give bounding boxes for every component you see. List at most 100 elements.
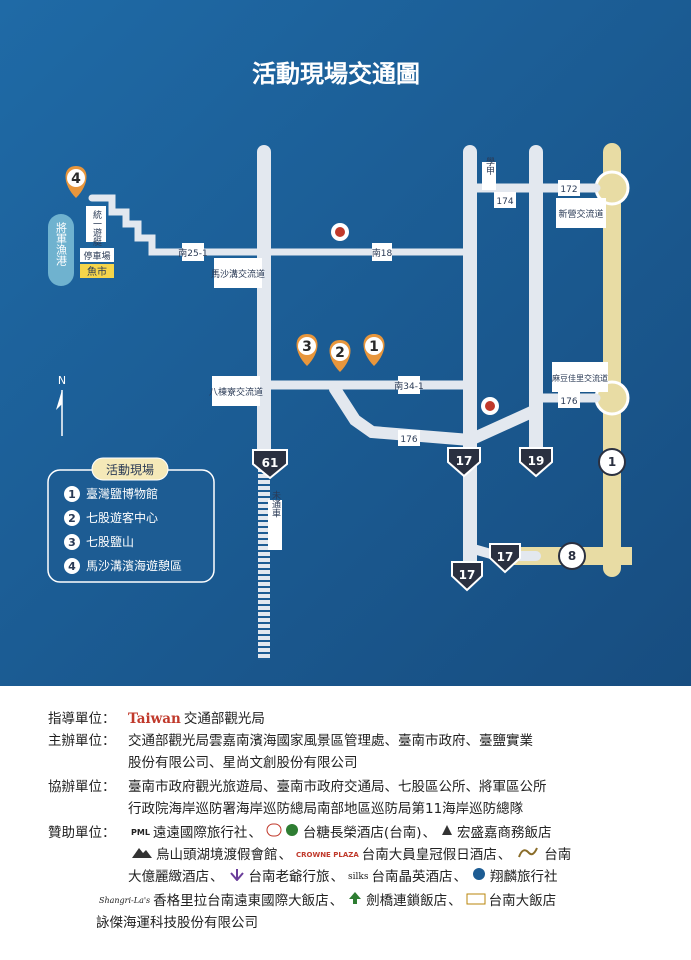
legend-num: 3 xyxy=(68,536,76,549)
sponsor-7: 大億麗緻酒店 xyxy=(128,869,209,885)
sponsor-14: 詠傑海運科技股份有限公司 xyxy=(96,915,258,931)
the-place-logo-icon xyxy=(228,866,246,888)
jiangjun-harbor xyxy=(48,214,74,286)
co-organizer-label: 協辦單位： xyxy=(48,779,116,795)
legend-item-3: 七股鹽山 xyxy=(86,534,134,549)
guide-text: 交通部觀光局 xyxy=(183,711,265,727)
highway-19-shield: 19 xyxy=(528,454,545,468)
guide-label: 指導單位： xyxy=(48,711,116,727)
road-label-18: 南18 xyxy=(372,247,393,259)
sponsor-13: 台南大飯店 xyxy=(488,893,557,909)
organizer-row: 主辦單位： 交通部觀光局雲嘉南濱海國家風景區管理處、臺南市政府、臺鹽實業 xyxy=(48,730,533,752)
tainan-hotel-logo-icon xyxy=(466,890,486,912)
legend-item-4: 馬沙溝濱海遊憩區 xyxy=(86,558,182,573)
taiwan-brand-logo: Taiwan xyxy=(128,711,181,727)
highway-8-shield: 8 xyxy=(568,549,576,563)
road-label-172: 172 xyxy=(560,185,577,195)
co-organizer-row: 協辦單位： 臺南市政府觀光旅遊局、臺南市政府交通局、七股區公所、將軍區公所 xyxy=(48,776,547,798)
terminus-label: 未通車 xyxy=(270,489,281,518)
pin-2-label: 2 xyxy=(335,345,345,361)
sponsor-9: 台南晶英酒店 xyxy=(371,869,453,885)
organizer-line-2: 股份有限公司、星尚文創股份有限公司 xyxy=(128,755,358,771)
pin-3-label: 3 xyxy=(302,339,312,355)
xuejia-interchange-label: 新營交流道 xyxy=(558,208,603,220)
fish-market-box xyxy=(80,264,114,278)
tongyi-label: 統一遊艇 xyxy=(91,209,102,247)
road-labels: 南25-1 南18 南34-1 174 172 176 176 xyxy=(178,180,580,446)
pin-1-label: 1 xyxy=(369,339,379,355)
parking-label: 停車場 xyxy=(83,250,110,262)
organizer-label: 主辦單位： xyxy=(48,733,116,749)
highway-17-shield-branch: 17 xyxy=(459,568,476,582)
legend: 活動現場 1 臺灣鹽博物館 2 七股遊客中心 3 七股鹽山 4 馬沙溝濱海遊憩區 xyxy=(47,457,215,583)
taisugar-logo-icon xyxy=(266,822,300,844)
sponsor-4: 烏山頭湖境渡假會館 xyxy=(156,847,278,863)
pin-4-label: 4 xyxy=(71,171,81,187)
sponsor-3: 宏盛嘉商務飯店 xyxy=(456,825,552,841)
legend-num: 2 xyxy=(68,512,76,525)
highway-1-shield: 1 xyxy=(608,455,616,469)
bakuaiye-interchange-label: 八棟寮交流道 xyxy=(209,386,263,398)
sponsor-12: 劍橋連鎖飯店 xyxy=(366,893,448,909)
mashagou-interchange-label: 馬沙溝交流道 xyxy=(211,268,265,280)
sponsor-2: 台糖長榮酒店(台南) xyxy=(302,825,422,841)
co-organizer-row-2: 行政院海岸巡防署海岸巡防總局南部地區巡防局第11海岸巡防總隊 xyxy=(128,798,523,820)
organizer-line-1: 交通部觀光局雲嘉南濱海國家風景區管理處、臺南市政府、臺鹽實業 xyxy=(128,733,533,749)
xianglin-logo-icon xyxy=(471,866,487,888)
wushantou-logo-icon xyxy=(131,844,153,866)
sponsor-8: 台南老爺行旅 xyxy=(248,869,330,885)
silks-logo: silks xyxy=(348,872,369,882)
traffic-map: 活動現場交通圖 將軍漁港 停車場 魚市 統一遊艇 南25-1 南18 xyxy=(0,0,691,686)
crowne-plaza-logo: CROWNE PLAZA xyxy=(296,851,359,859)
svg-text:N: N xyxy=(58,374,66,387)
hongsheng-logo-icon xyxy=(440,822,454,844)
fish-market-label: 魚市 xyxy=(87,265,107,278)
place-labels: 馬沙溝交流道 八棟寮交流道 新營交流道 麻豆佳里交流道 學甲 未通車 xyxy=(209,156,608,550)
road-label-176-east: 176 xyxy=(560,397,577,407)
cambridge-logo-icon xyxy=(347,890,363,912)
sponsors-label: 贊助單位： xyxy=(48,825,116,841)
location-pins: 4 3 2 1 xyxy=(65,166,385,372)
road-label-25-1: 南25-1 xyxy=(178,247,207,259)
organizer-row-2: 股份有限公司、星尚文創股份有限公司 xyxy=(128,752,358,774)
road-label-174: 174 xyxy=(496,197,513,207)
road-label-176-west: 176 xyxy=(400,435,417,445)
jiangjun-harbor-label: 將軍漁港 xyxy=(55,221,68,266)
legend-item-2: 七股遊客中心 xyxy=(86,510,158,525)
co-organizer-line-2: 行政院海岸巡防署海岸巡防總局南部地區巡防局第11海岸巡防總隊 xyxy=(128,801,524,817)
police-station-icon xyxy=(481,397,499,415)
map-title: 活動現場交通圖 xyxy=(252,60,420,88)
legend-num: 1 xyxy=(68,488,76,501)
highway-17-shield: 17 xyxy=(456,454,473,468)
sponsor-10: 翔麟旅行社 xyxy=(489,869,558,885)
highway-shields: 61 17 19 17 17 8 1 xyxy=(252,447,626,592)
sponsor-6: 台南 xyxy=(544,847,572,863)
sponsor-11: 香格里拉台南遠東國際大飯店 xyxy=(153,893,329,909)
police-station-icon xyxy=(331,223,349,241)
sponsor-1: 遠遠國際旅行社 xyxy=(152,825,248,841)
road-network xyxy=(88,145,601,577)
shangrila-logo: Shangri-La's xyxy=(99,896,151,905)
madou-interchange-label: 麻豆佳里交流道 xyxy=(552,373,608,383)
map-canvas: 活動現場交通圖 將軍漁港 停車場 魚市 統一遊艇 南25-1 南18 xyxy=(0,0,691,686)
pml-logo: PML xyxy=(131,828,150,837)
tayih-landis-logo-icon xyxy=(515,844,541,866)
legend-item-1: 臺灣鹽博物館 xyxy=(86,486,158,501)
legend-title: 活動現場 xyxy=(106,463,154,477)
sponsor-5: 台南大員皇冠假日酒店 xyxy=(361,847,497,863)
parking-box xyxy=(80,248,114,262)
compass-icon: N xyxy=(56,374,66,436)
co-organizer-line-1: 臺南市政府觀光旅遊局、臺南市政府交通局、七股區公所、將軍區公所 xyxy=(128,779,547,795)
road-label-34-1: 南34-1 xyxy=(394,380,423,392)
highway-61-shield: 61 xyxy=(262,456,279,470)
highway-17-shield-south: 17 xyxy=(497,550,514,564)
xuejia-label: 學甲 xyxy=(484,156,495,176)
legend-num: 4 xyxy=(68,560,76,573)
sponsors-row-5: 詠傑海運科技股份有限公司 xyxy=(96,912,258,934)
